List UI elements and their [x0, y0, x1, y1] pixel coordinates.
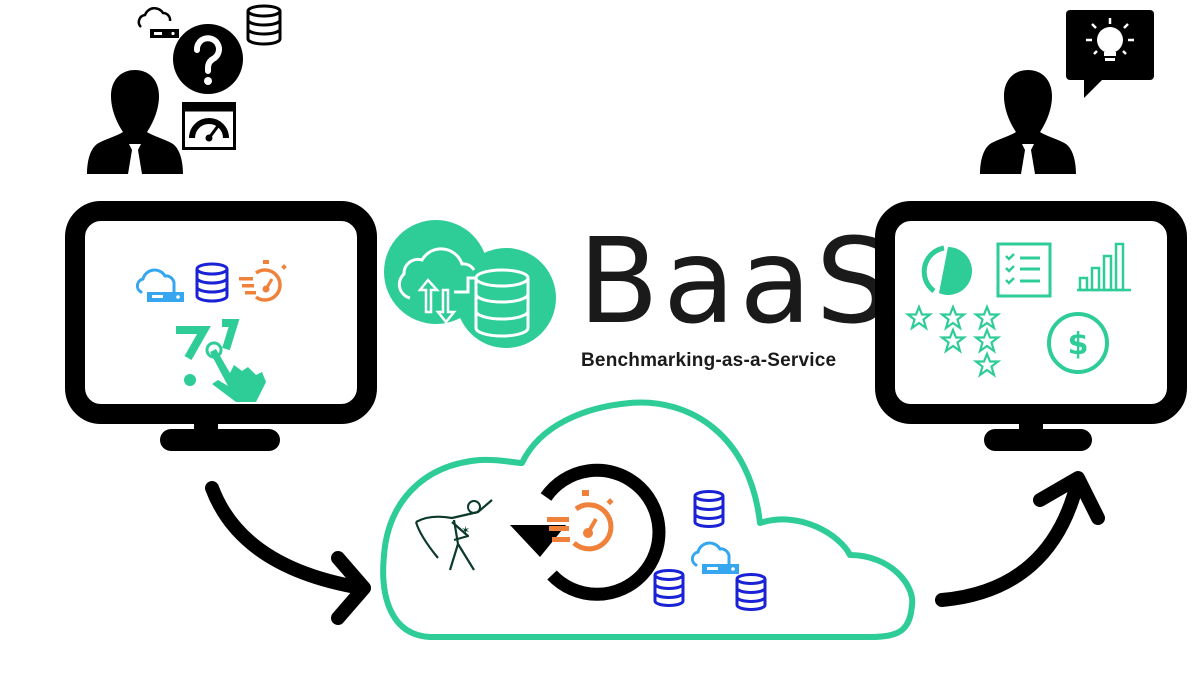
- left-monitor: [65, 201, 377, 452]
- person-silhouette-icon: [87, 70, 183, 174]
- stopwatch-icon: [547, 490, 614, 552]
- pie-chart-icon: [921, 245, 972, 295]
- checklist-icon: [996, 242, 1052, 298]
- monitor-frame: [65, 201, 377, 451]
- benchmark-cloud: ✶: [370, 395, 930, 655]
- cart-click-icon: [176, 319, 266, 402]
- refresh-arrow-icon: [510, 463, 666, 601]
- person-silhouette-icon: [980, 70, 1076, 174]
- left-user-group: [70, 0, 310, 180]
- database-icon: [653, 569, 685, 607]
- speech-bubble-icon: [1066, 10, 1154, 98]
- svg-text:✶: ✶: [461, 524, 470, 537]
- cloud-server-icon: [137, 6, 179, 38]
- cloud-database-logo-icon: [384, 220, 556, 348]
- cloud-server-icon: [690, 541, 739, 574]
- question-icon: [173, 24, 243, 94]
- database-icon: [246, 4, 282, 46]
- database-icon: [195, 262, 229, 303]
- speed-gauge-icon: [182, 102, 236, 150]
- right-monitor: $: [875, 201, 1187, 452]
- arrow-to-cloud: [205, 481, 371, 625]
- svg-text:$: $: [1068, 327, 1089, 362]
- stopwatch-icon: [239, 260, 287, 302]
- star-rating-icon: [906, 305, 1000, 377]
- brand-logo: [380, 220, 850, 380]
- monitor-frame: [875, 201, 1187, 451]
- brand-title: BaaS: [578, 212, 895, 350]
- database-icon: [735, 573, 767, 611]
- cloud-server-icon: [135, 268, 184, 302]
- bar-chart-icon: [1077, 242, 1131, 292]
- lightbulb-icon: [1086, 18, 1134, 61]
- dollar-icon: $: [1047, 312, 1109, 374]
- superhero-icon: ✶: [414, 499, 493, 571]
- arrow-to-results: [935, 471, 1105, 607]
- brand-subtitle: Benchmarking-as-a-Service: [581, 350, 837, 371]
- database-icon: [693, 490, 725, 528]
- cloud-outline: [380, 399, 916, 640]
- right-user-group: [960, 0, 1180, 180]
